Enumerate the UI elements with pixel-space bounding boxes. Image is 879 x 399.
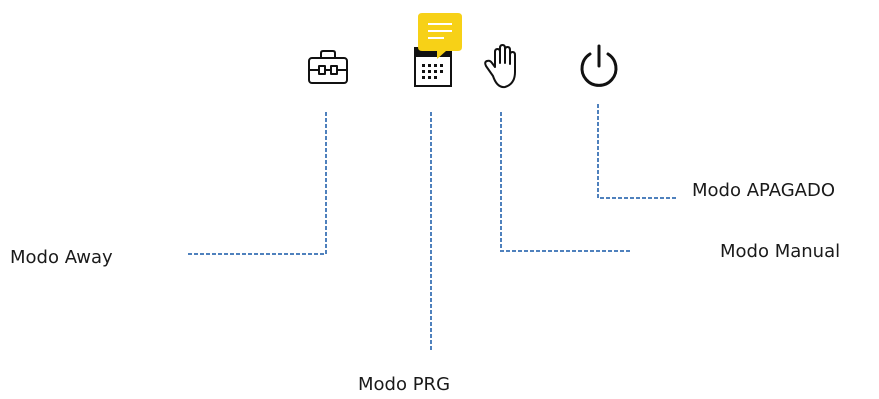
calendar-icon[interactable]: [414, 47, 452, 87]
leader-line-away: [188, 112, 327, 255]
label-modo-manual: Modo Manual: [720, 241, 840, 262]
leader-line-manual: [500, 112, 630, 252]
briefcase-icon[interactable]: [308, 50, 348, 84]
hand-icon[interactable]: [484, 44, 516, 89]
leader-lines: [188, 104, 676, 352]
comment-note-icon[interactable]: [418, 13, 462, 59]
label-modo-prg: Modo PRG: [358, 374, 450, 395]
label-modo-apagado: Modo APAGADO: [692, 180, 835, 201]
label-modo-away: Modo Away: [10, 247, 113, 268]
power-icon[interactable]: [580, 44, 618, 87]
leader-line-off: [597, 104, 676, 199]
